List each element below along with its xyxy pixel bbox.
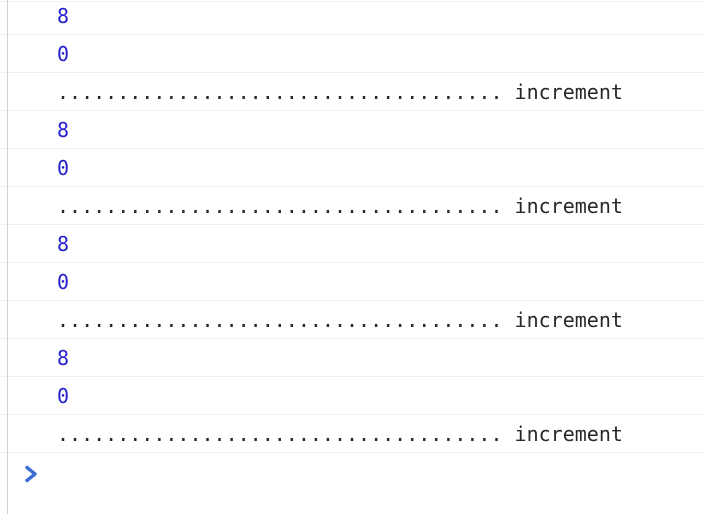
console-message-value: 8 xyxy=(0,0,704,35)
console-message-value: 8 xyxy=(0,339,704,377)
console-message-text: 0 xyxy=(57,155,70,180)
console-message-text: 0 xyxy=(57,383,70,408)
console-message-text: ..................................... in… xyxy=(57,307,623,332)
console-message-text: ..................................... in… xyxy=(57,421,623,446)
console-message-text: 0 xyxy=(57,269,70,294)
console-message-value: 0 xyxy=(0,263,704,301)
console-message-text: 8 xyxy=(57,3,70,28)
console-message-log: ..................................... in… xyxy=(0,73,704,111)
console-input[interactable] xyxy=(52,465,704,491)
console-prompt-row[interactable] xyxy=(0,453,704,514)
console-message-text: 8 xyxy=(57,117,70,142)
console-message-text: ..................................... in… xyxy=(57,79,623,104)
console-message-value: 0 xyxy=(0,35,704,73)
console-message-text: 8 xyxy=(57,345,70,370)
chevron-right-icon xyxy=(25,465,37,483)
console-message-value: 0 xyxy=(0,377,704,415)
console-message-text: 8 xyxy=(57,231,70,256)
console-rows: 8 0 ..................................... … xyxy=(0,0,704,453)
console-message-text: ..................................... in… xyxy=(57,193,623,218)
console-message-log: ..................................... in… xyxy=(0,187,704,225)
console-message-log: ..................................... in… xyxy=(0,415,704,453)
console-message-text: 0 xyxy=(57,41,70,66)
console-message-value: 0 xyxy=(0,149,704,187)
console-message-value: 8 xyxy=(0,225,704,263)
top-separator xyxy=(0,1,704,2)
console-gutter-line xyxy=(7,0,8,514)
console-message-value: 8 xyxy=(0,111,704,149)
console-message-log: ..................................... in… xyxy=(0,301,704,339)
